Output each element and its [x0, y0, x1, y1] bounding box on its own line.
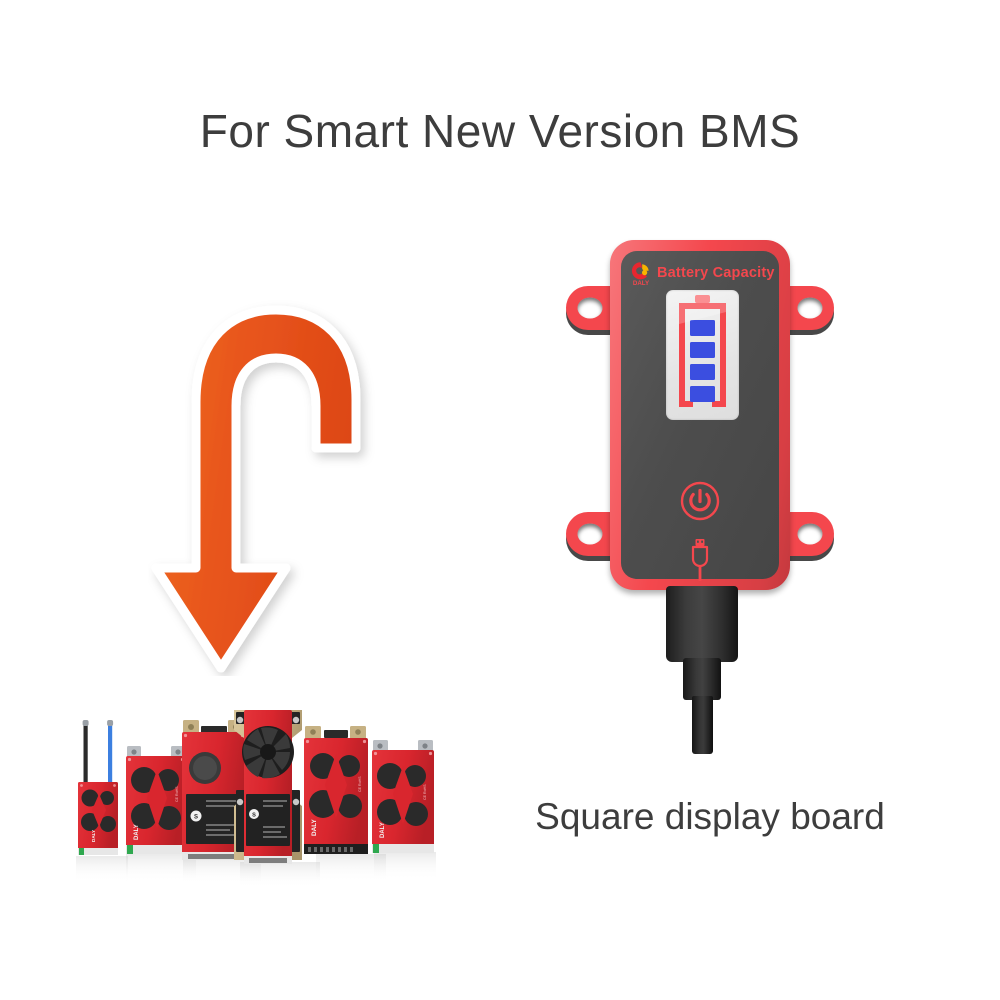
- bms-board-2: DALY CE RoHS: [126, 746, 186, 854]
- svg-text:DALY: DALY: [311, 818, 318, 836]
- battery-capacity-display: [666, 290, 739, 420]
- bms-board-small-left: DALY: [78, 720, 118, 855]
- bms-board-5: DALY CE RoHS: [304, 726, 368, 854]
- down-arrow-graphic: [148, 296, 388, 676]
- svg-text:CE RoHS: CE RoHS: [175, 786, 179, 802]
- battery-capacity-label: Battery Capacity: [657, 264, 775, 281]
- cable-connector-housing: [666, 586, 738, 662]
- usb-port-indicator: [688, 539, 712, 581]
- svg-text:DALY: DALY: [134, 824, 140, 840]
- cable-strain-relief: [683, 658, 721, 700]
- mounting-hole-icon: [797, 297, 823, 319]
- mounting-hole-icon: [577, 297, 603, 319]
- usb-icon: [691, 539, 709, 581]
- mounting-hole-icon: [577, 523, 603, 545]
- brand-row: DALY Battery Capacity: [629, 260, 775, 287]
- svg-text:DALY: DALY: [380, 822, 386, 838]
- svg-text:S: S: [252, 812, 256, 818]
- page-title: For Smart New Version BMS: [199, 105, 801, 157]
- power-button[interactable]: [678, 479, 722, 523]
- daly-logo-icon: DALY: [629, 260, 653, 287]
- svg-text:S: S: [194, 815, 198, 821]
- bms-board-right: DALY CE RoHS: [372, 740, 434, 853]
- svg-text:CE RoHS: CE RoHS: [358, 776, 362, 792]
- device-face: DALY Battery Capacity: [621, 251, 779, 581]
- device-shell: DALY Battery Capacity: [610, 240, 790, 590]
- product-caption: Square display board: [535, 796, 885, 837]
- battery-level-icon: [679, 295, 726, 407]
- mounting-hole-icon: [797, 523, 823, 545]
- svg-text:DALY: DALY: [91, 830, 96, 842]
- bms-boards-illustration: DALY: [76, 710, 436, 888]
- curved-down-arrow-icon: [151, 305, 361, 673]
- power-icon: [680, 481, 720, 521]
- bms-board-center-fan: S: [234, 710, 302, 864]
- square-display-board-device: DALY Battery Capacity: [560, 240, 840, 590]
- cable-wire: [692, 696, 713, 754]
- svg-text:DALY: DALY: [633, 280, 650, 286]
- svg-text:CE RoHS: CE RoHS: [423, 784, 427, 800]
- bms-board-3: S: [182, 720, 246, 860]
- bms-product-cluster-image: DALY: [68, 690, 468, 890]
